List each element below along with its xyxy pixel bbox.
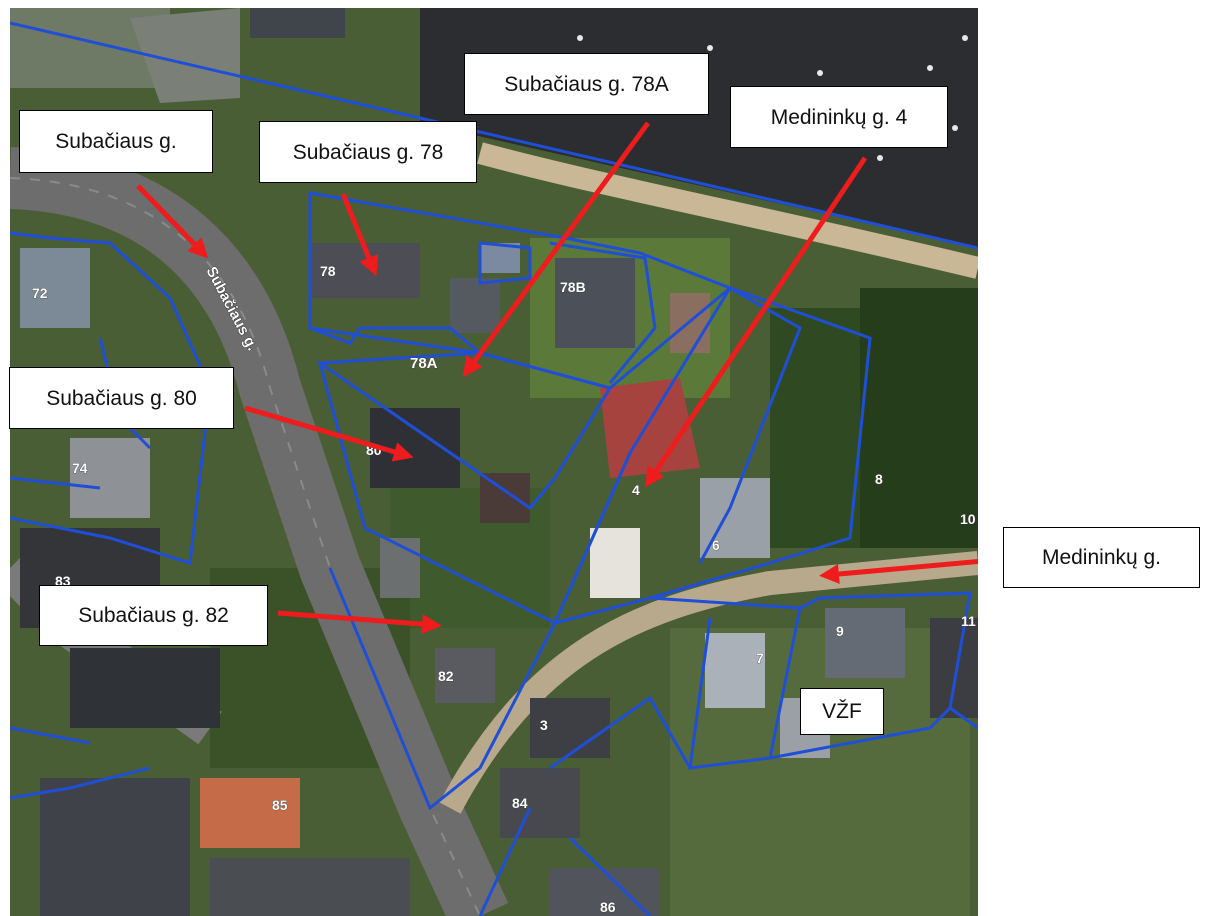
plot-number: 72 (32, 285, 48, 301)
callout-subaciaus-78: Subačiaus g. 78 (259, 121, 477, 183)
plot-number: 8 (875, 471, 883, 487)
plot-number: 3 (540, 717, 548, 733)
plot-number: 4 (632, 482, 640, 498)
callout-medininku-street: Medininkų g. (1003, 527, 1200, 588)
plot-number: 84 (512, 795, 528, 811)
plot-number: 78 (320, 263, 336, 279)
callout-subaciaus-80: Subačiaus g. 80 (9, 367, 234, 429)
plot-number: 7 (756, 650, 764, 666)
callout-subaciaus-street: Subačiaus g. (19, 110, 213, 173)
plot-number: 11 (961, 613, 976, 629)
arrow-subaciaus-street (136, 184, 209, 259)
arrow-subaciaus-80 (244, 405, 414, 462)
arrow-subaciaus-78 (340, 193, 379, 277)
plot-number: 78B (560, 279, 586, 295)
callout-vzf: VŽF (800, 688, 884, 735)
arrow-medininku-street (819, 559, 978, 584)
plot-number: 9 (836, 623, 844, 639)
plot-number: 10 (960, 511, 976, 527)
plot-number: 6 (712, 537, 720, 553)
callout-medininku-4: Medininkų g. 4 (730, 86, 948, 148)
arrow-subaciaus-78a (462, 121, 651, 378)
plot-number: 74 (72, 460, 88, 476)
plot-number: 78A (410, 355, 438, 372)
plot-number: 85 (272, 797, 288, 813)
callout-subaciaus-82: Subačiaus g. 82 (39, 585, 268, 646)
callout-subaciaus-78a: Subačiaus g. 78A (464, 53, 709, 115)
arrow-medininku-4 (645, 156, 868, 488)
plot-number: 86 (600, 899, 616, 915)
arrow-subaciaus-82 (277, 610, 442, 635)
plot-number: 82 (438, 668, 454, 684)
